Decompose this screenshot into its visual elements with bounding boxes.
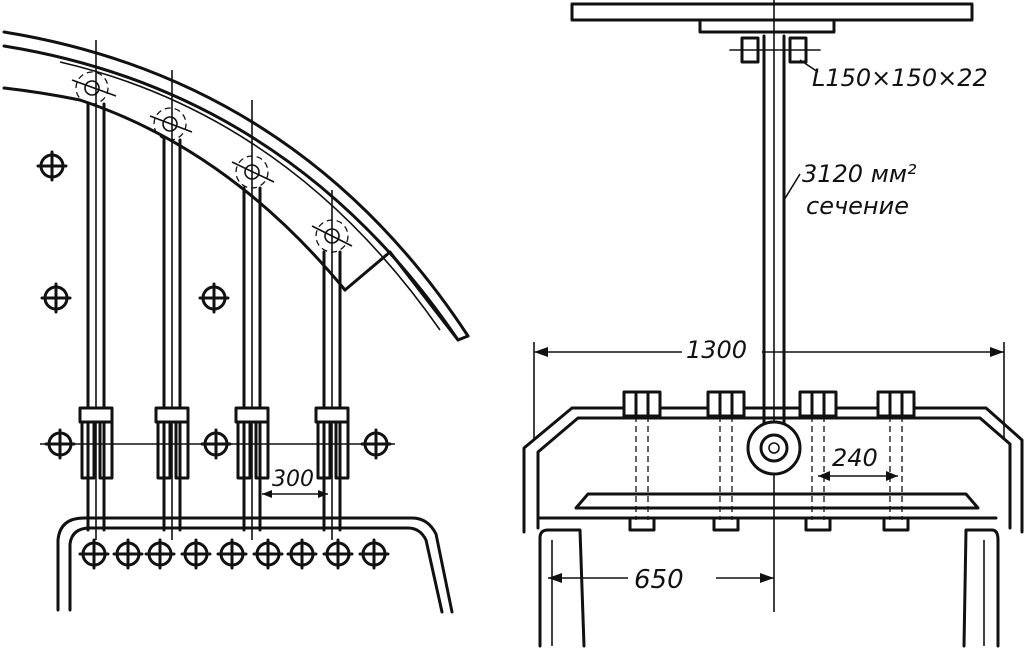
lower-nuts bbox=[628, 516, 910, 532]
angle-leader bbox=[799, 59, 819, 73]
bottom-bolt-row bbox=[78, 538, 390, 570]
top-flange bbox=[570, 2, 974, 22]
dimension-650: 650 bbox=[548, 562, 774, 595]
pin-eye bbox=[746, 420, 802, 476]
base-plate-inner bbox=[68, 526, 444, 614]
top-bolts bbox=[729, 36, 821, 64]
right-view: L150×150×22 3120 мм² сечение 1300 bbox=[522, 0, 1024, 648]
angle-profile-label: L150×150×22 bbox=[812, 64, 988, 92]
base-plate bbox=[56, 516, 454, 614]
hanger-rod-4 bbox=[322, 190, 342, 540]
right-support bbox=[962, 528, 1000, 648]
left-support bbox=[538, 528, 586, 648]
lower-body-outline bbox=[522, 406, 1024, 534]
dim-240-label: 240 bbox=[832, 444, 878, 472]
curved-beam-end bbox=[343, 250, 470, 342]
dimension-300: 300 bbox=[262, 467, 328, 498]
dim-1300-label: 1300 bbox=[686, 336, 747, 364]
section-leader bbox=[783, 173, 801, 201]
curved-beam-inner-edge bbox=[2, 44, 460, 342]
dimension-240: 240 bbox=[818, 444, 898, 481]
dim-300-label: 300 bbox=[272, 467, 314, 492]
dimension-1300: 1300 bbox=[533, 336, 1005, 440]
curved-beam-outer-edge bbox=[2, 30, 470, 338]
lower-body-inner bbox=[536, 416, 1012, 530]
angle-bracket bbox=[698, 18, 836, 34]
curved-beam-lower-edge bbox=[2, 86, 347, 292]
dim-650-label: 650 bbox=[634, 565, 684, 595]
curved-beam-web-line bbox=[59, 61, 441, 331]
beam-lug-2 bbox=[149, 107, 193, 141]
hanger-rod-2 bbox=[162, 70, 182, 540]
hanger-rod-1 bbox=[86, 40, 106, 540]
section-word-label: сечение bbox=[806, 192, 909, 220]
upper-bolt-row bbox=[622, 390, 916, 418]
beam-lug-3 bbox=[231, 155, 275, 189]
left-view: 300 bbox=[2, 30, 470, 614]
beam-lug-1 bbox=[71, 71, 117, 105]
lower-plate bbox=[574, 492, 980, 510]
section-value-label: 3120 мм² bbox=[802, 160, 917, 188]
hanger-rod-3 bbox=[242, 100, 262, 540]
bolt-symbols-left bbox=[36, 150, 392, 460]
rod-clamps bbox=[78, 406, 350, 480]
bolt-shanks bbox=[635, 416, 903, 520]
